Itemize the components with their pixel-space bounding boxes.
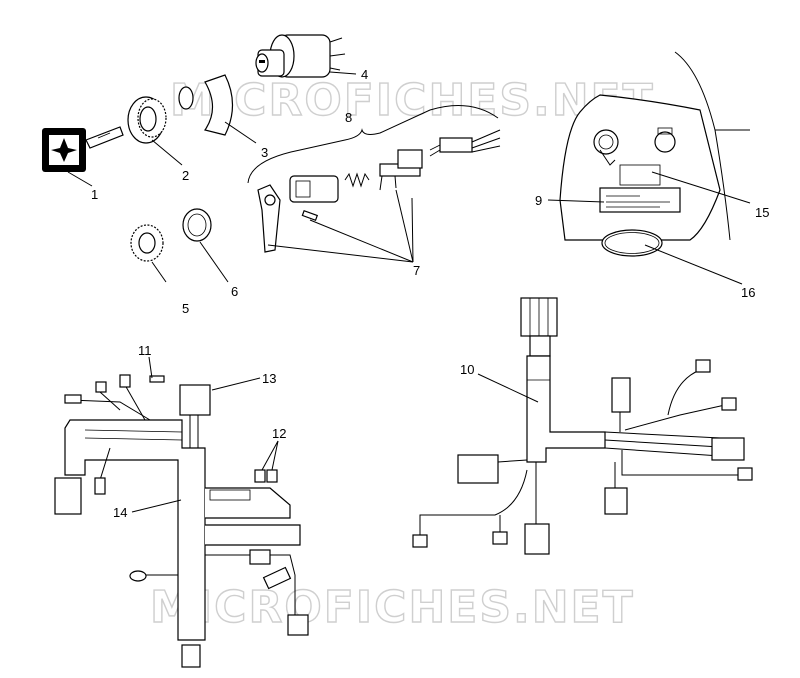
- leader-lines: [67, 71, 751, 513]
- curved-shim: [204, 74, 234, 136]
- callout-labels: 1 2 3 4 5 6 7 8 9 10 11 12 13 14 15 16: [91, 67, 769, 520]
- callout-13: 13: [262, 371, 276, 386]
- bezel-nut: [127, 96, 167, 144]
- callout-15: 15: [755, 205, 769, 220]
- callout-3: 3: [261, 145, 268, 160]
- callout-4: 4: [361, 67, 368, 82]
- ignition-switch: [255, 34, 346, 78]
- watermark-bottom: MICROFICHES.NET: [150, 582, 635, 633]
- instrument-panel: [559, 51, 750, 257]
- callout-1: 1: [91, 187, 98, 202]
- callout-12: 12: [272, 426, 286, 441]
- callout-5: 5: [182, 301, 189, 316]
- choke-switch-assembly: [257, 129, 501, 253]
- wire-harness-left: [54, 374, 309, 668]
- lock-nut: [130, 224, 164, 262]
- assembly-brace: [247, 105, 499, 184]
- callout-11: 11: [138, 343, 152, 358]
- callout-6: 6: [231, 284, 238, 299]
- callout-8: 8: [345, 110, 352, 125]
- watermark-top: MICROFICHES.NET: [170, 75, 655, 126]
- callout-10: 10: [460, 362, 474, 377]
- callout-7: 7: [413, 263, 420, 278]
- callout-16: 16: [741, 285, 755, 300]
- o-ring: [178, 86, 194, 110]
- callout-2: 2: [182, 168, 189, 183]
- wire-harness-right: [412, 297, 753, 555]
- callout-9: 9: [535, 193, 542, 208]
- key: [42, 126, 124, 172]
- washer: [182, 208, 212, 242]
- callout-14: 14: [113, 505, 127, 520]
